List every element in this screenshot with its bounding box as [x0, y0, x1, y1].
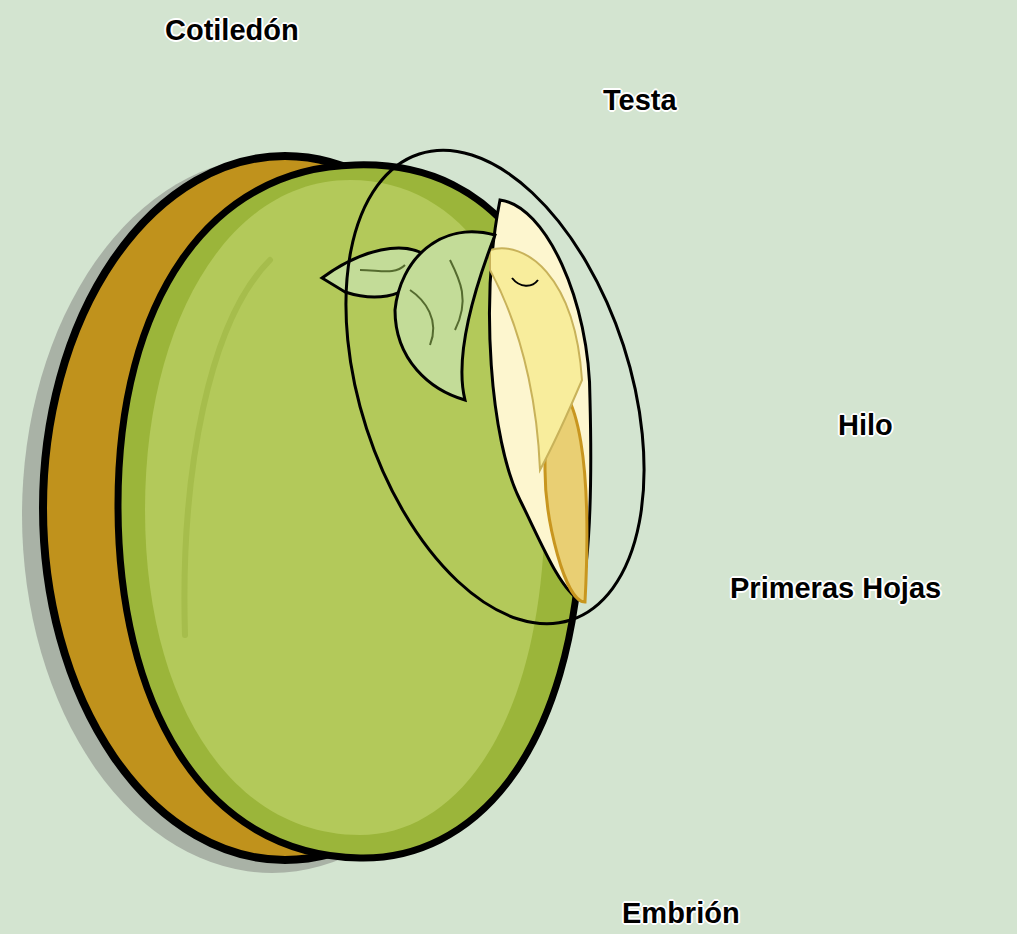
cotyledon-highlight	[145, 180, 545, 835]
part-label: Cotiledón	[165, 14, 299, 47]
part-label: Embrión	[622, 897, 740, 930]
hypocotyl	[490, 248, 582, 470]
part-label: Primeras Hojas	[730, 572, 941, 605]
leaf-veins	[360, 260, 463, 345]
embryo-mark	[512, 278, 538, 286]
first-leaf	[395, 232, 495, 400]
part-label: Hilo	[838, 409, 893, 442]
part-label: Testa	[603, 84, 677, 117]
cotyledon-sheen	[184, 260, 270, 635]
cotyledon	[118, 165, 582, 858]
embryo-outline	[291, 112, 699, 661]
